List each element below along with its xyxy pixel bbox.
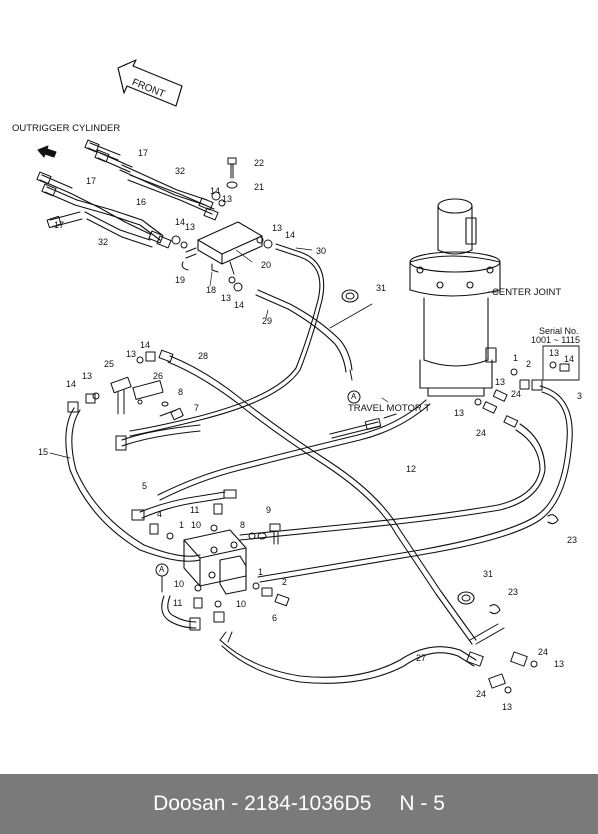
part-number: 11 [173, 598, 183, 608]
part-number: 17 [86, 176, 97, 186]
part-number: 30 [316, 246, 327, 256]
part-number: 31 [376, 283, 387, 293]
part-number: 14 [140, 340, 151, 350]
part-number: 7 [194, 403, 200, 413]
part-number: 19 [175, 275, 186, 285]
part-number: 20 [261, 260, 272, 270]
part-number: 13 [221, 293, 232, 303]
part-number: 5 [142, 481, 148, 491]
part-number: 1 [179, 520, 185, 530]
part-number: 1 [258, 567, 264, 577]
part-number: 14 [175, 217, 186, 227]
part-number: 12 [406, 464, 417, 474]
circle-a-label-upper: A [351, 392, 357, 401]
part-number: 24 [511, 389, 522, 399]
part-number: 9 [266, 505, 272, 515]
part-number: 14 [234, 300, 245, 310]
circle-a-upper [347, 390, 361, 404]
part-number: 31 [483, 569, 494, 579]
part-number: 14 [285, 230, 296, 240]
part-number: 18 [206, 285, 217, 295]
part-number: 13 [82, 371, 93, 381]
part-number: 8 [240, 520, 246, 530]
part-number: 24 [476, 689, 487, 699]
part-number: 1 [513, 353, 519, 363]
part-number: 13 [454, 408, 465, 418]
serial-label-line2: 1001 ~ 1115 [531, 335, 580, 345]
part-number: 26 [153, 371, 164, 381]
manifold-block [197, 221, 263, 265]
center-joint-label: CENTER JOINT [492, 287, 562, 298]
center-joint-drawing [409, 198, 501, 397]
part-number: 16 [136, 197, 147, 207]
part-number: 13 [222, 194, 233, 204]
part-number: 3 [577, 391, 583, 401]
direction-arrow [37, 145, 57, 158]
caption-bar: Doosan - 2184-1036D5 N - 5 [0, 774, 598, 834]
part-number: 17 [138, 148, 149, 158]
part-number: 13 [185, 222, 196, 232]
caption-page-ref: N - 5 [399, 792, 445, 815]
part-number: 13 [554, 659, 565, 669]
part-number: 24 [538, 647, 549, 657]
part-number: 8 [178, 387, 184, 397]
diagram-drawing [36, 59, 580, 694]
part-number: 32 [98, 237, 109, 247]
part-number: 6 [272, 613, 278, 623]
part-number: 10 [191, 520, 202, 530]
part-number: 14 [66, 379, 77, 389]
part-number: 4 [157, 509, 163, 519]
part-number: 14 [210, 186, 221, 196]
part-number: 27 [416, 653, 427, 663]
part-number: 15 [38, 447, 49, 457]
part-number: 29 [262, 316, 273, 326]
part-number: 23 [508, 587, 519, 597]
caption-part-number: 2184-1036D5 [244, 792, 372, 815]
part-number: 24 [476, 428, 487, 438]
serial-label-line1: Serial No. [539, 326, 579, 336]
part-number: 2 [282, 577, 288, 587]
part-number: 13 [502, 702, 513, 712]
part-number: 10 [236, 599, 247, 609]
part-number: 10 [174, 579, 185, 589]
circle-a-label-lower: A [159, 565, 165, 574]
part-number: 13 [272, 223, 283, 233]
part-number: 13 [549, 348, 560, 358]
outrigger-cylinder-label: OUTRIGGER CYLINDER [12, 123, 121, 134]
part-number: 32 [175, 166, 186, 176]
valve-block [183, 529, 247, 595]
travel-motor-label: TRAVEL MOTOR T [348, 403, 430, 414]
part-number: 13 [495, 377, 506, 387]
part-number: 14 [564, 354, 575, 364]
caption-brand: Doosan [153, 792, 226, 815]
hydraulic-diagram: FRONT OUTRIGGER CYLINDER CENTER JOINT TR… [12, 59, 583, 712]
part-number: 22 [254, 158, 265, 168]
part-number: 28 [198, 351, 209, 361]
part-number: 2 [526, 359, 532, 369]
part-number: 17 [54, 220, 65, 230]
front-arrow [117, 59, 183, 107]
part-number: 25 [104, 359, 115, 369]
caption-separator: - [225, 792, 245, 815]
part-number: 11 [190, 505, 200, 515]
part-number: 13 [126, 349, 137, 359]
serial-box [542, 345, 580, 381]
part-number: 23 [567, 535, 578, 545]
part-number: 21 [254, 182, 265, 192]
